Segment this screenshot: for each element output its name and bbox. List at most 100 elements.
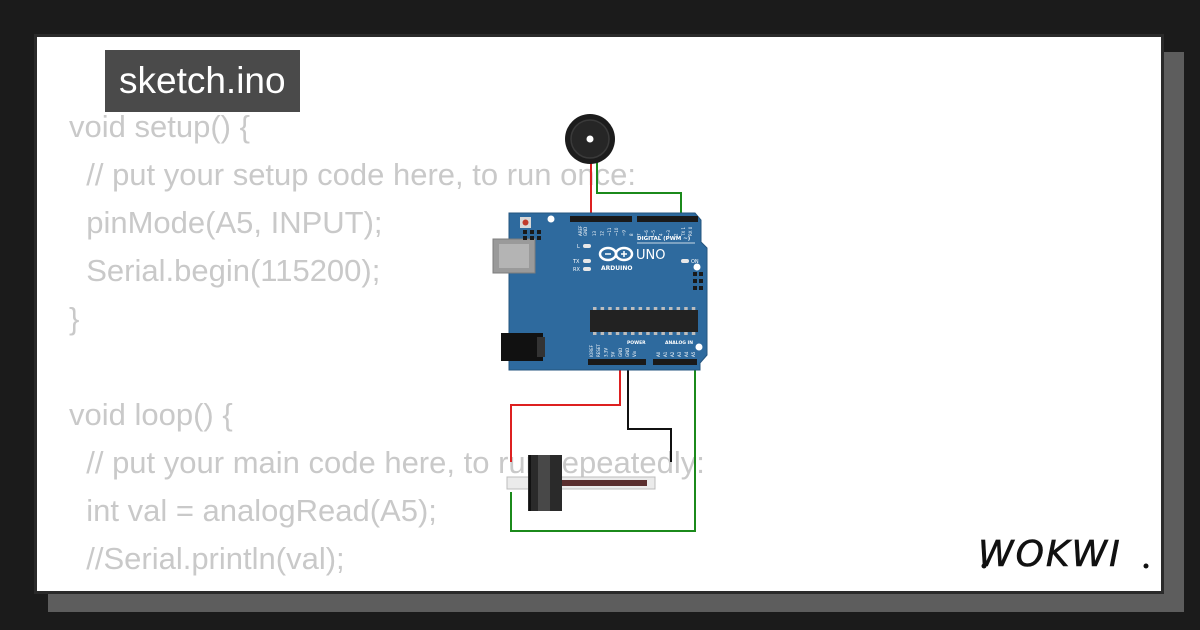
pin-label: ~3 [666, 230, 671, 236]
pot-wire-red[interactable] [510, 365, 621, 462]
pin-label: ~6 [644, 230, 649, 236]
preview-card: void setup() { // put your setup code he… [34, 34, 1164, 594]
chip-pin [608, 307, 612, 310]
pin-label: A3 [677, 351, 682, 357]
pin-label: ~11 [607, 227, 612, 236]
pin-label: 12 [599, 230, 604, 236]
chip-pin [608, 332, 612, 335]
wokwi-logo: WOKWI [978, 534, 1149, 575]
led-label-l: L [577, 244, 580, 250]
pin-label: A4 [684, 351, 689, 357]
pin-label: Vin [632, 350, 637, 357]
power-jack [501, 333, 543, 361]
pin-label: A2 [670, 351, 675, 357]
slide-potentiometer[interactable] [506, 455, 656, 511]
pin-label: ~10 [614, 227, 619, 236]
pin-label: 8 [629, 233, 634, 236]
code-line: // put your setup code here, to run once… [69, 157, 636, 192]
analog-header [653, 359, 697, 365]
chip-pin [600, 332, 605, 335]
chip-pin [615, 307, 620, 310]
pin-label: RESET [596, 344, 601, 357]
pin-label: ~5 [651, 230, 656, 236]
chip-pin [638, 332, 643, 335]
pin-label: TX 1 [681, 227, 686, 237]
code-line: } [69, 583, 705, 591]
pin-label: A5 [691, 351, 696, 357]
arduino-logo-icon [598, 246, 634, 262]
chip-pin [600, 307, 605, 310]
pot-wire-green[interactable] [510, 365, 696, 532]
chip-pin [676, 332, 681, 335]
digital-header-left [570, 216, 632, 222]
chip-pin [684, 307, 688, 310]
pin-label: GND [618, 348, 623, 357]
code-line: Serial.begin(115200); [69, 253, 381, 288]
chip-pin [646, 332, 650, 335]
chip-pin [653, 307, 658, 310]
pin-label: 3.3V [603, 348, 608, 357]
board-brand: ARDUINO [601, 265, 632, 272]
chip-pin [669, 307, 673, 310]
pin-label: GND [625, 348, 630, 357]
wires [510, 162, 696, 532]
analog-label: ANALOG IN [665, 340, 693, 346]
on-label: ON [691, 259, 699, 265]
pin-label: 2 [673, 233, 678, 236]
chip-pin [646, 307, 650, 310]
file-tab-label: sketch.ino [119, 60, 286, 101]
icsp-header-2 [693, 272, 703, 290]
pin-label: A1 [663, 351, 668, 357]
chip-pin [653, 332, 658, 335]
code-line: void loop() { [69, 397, 233, 432]
chip-pin [676, 307, 681, 310]
chip-pin [593, 332, 597, 335]
icsp-header [523, 230, 541, 240]
pin-label: 7 [636, 233, 641, 236]
chip-pin [661, 332, 665, 335]
chip-pin [684, 332, 688, 335]
logo-text: WOKWI [978, 534, 1122, 575]
code-line: void setup() { [69, 109, 250, 144]
code-line: } [69, 301, 80, 336]
pin-label: 4 [659, 233, 664, 236]
buzzer[interactable] [565, 114, 615, 164]
code-editor: void setup() { // put your setup code he… [69, 103, 705, 591]
digital-label: DIGITAL (PWM ~) [637, 236, 691, 242]
chip-pin [691, 332, 696, 335]
power-label: POWER [627, 340, 646, 346]
file-tab[interactable]: sketch.ino [105, 50, 300, 112]
pin-label: 13 [592, 230, 597, 236]
power-header [588, 359, 646, 365]
chip-pin [631, 307, 635, 310]
pin-label: IOREF [589, 344, 594, 357]
buzzer-wire-green[interactable] [596, 162, 682, 219]
pin-label: 5V [611, 351, 616, 357]
chip-pin [661, 307, 665, 310]
chip-pin [623, 332, 627, 335]
pin-label: RX 0 [688, 226, 693, 236]
led-label-rx: RX [573, 267, 580, 273]
pin-label: GND [583, 227, 588, 236]
code-line: //Serial.println(val); [69, 541, 345, 576]
chip-pin [615, 332, 620, 335]
led-label-tx: TX [572, 259, 580, 265]
pin-label: A0 [656, 351, 661, 357]
pot-wire-black[interactable] [627, 365, 672, 462]
code-line: int val = analogRead(A5); [69, 493, 437, 528]
chip-pin [691, 307, 696, 310]
chip-pin [669, 332, 673, 335]
code-line: pinMode(A5, INPUT); [69, 205, 383, 240]
code-line: // put your main code here, to run repea… [69, 445, 705, 480]
chip-pin [638, 307, 643, 310]
digital-header-right [637, 216, 698, 222]
chip-pin [593, 307, 597, 310]
chip-pin [631, 332, 635, 335]
pin-label: AREF [578, 225, 583, 236]
status-leds: L TX RX ON [572, 244, 699, 273]
pin-label: ~9 [622, 230, 627, 236]
